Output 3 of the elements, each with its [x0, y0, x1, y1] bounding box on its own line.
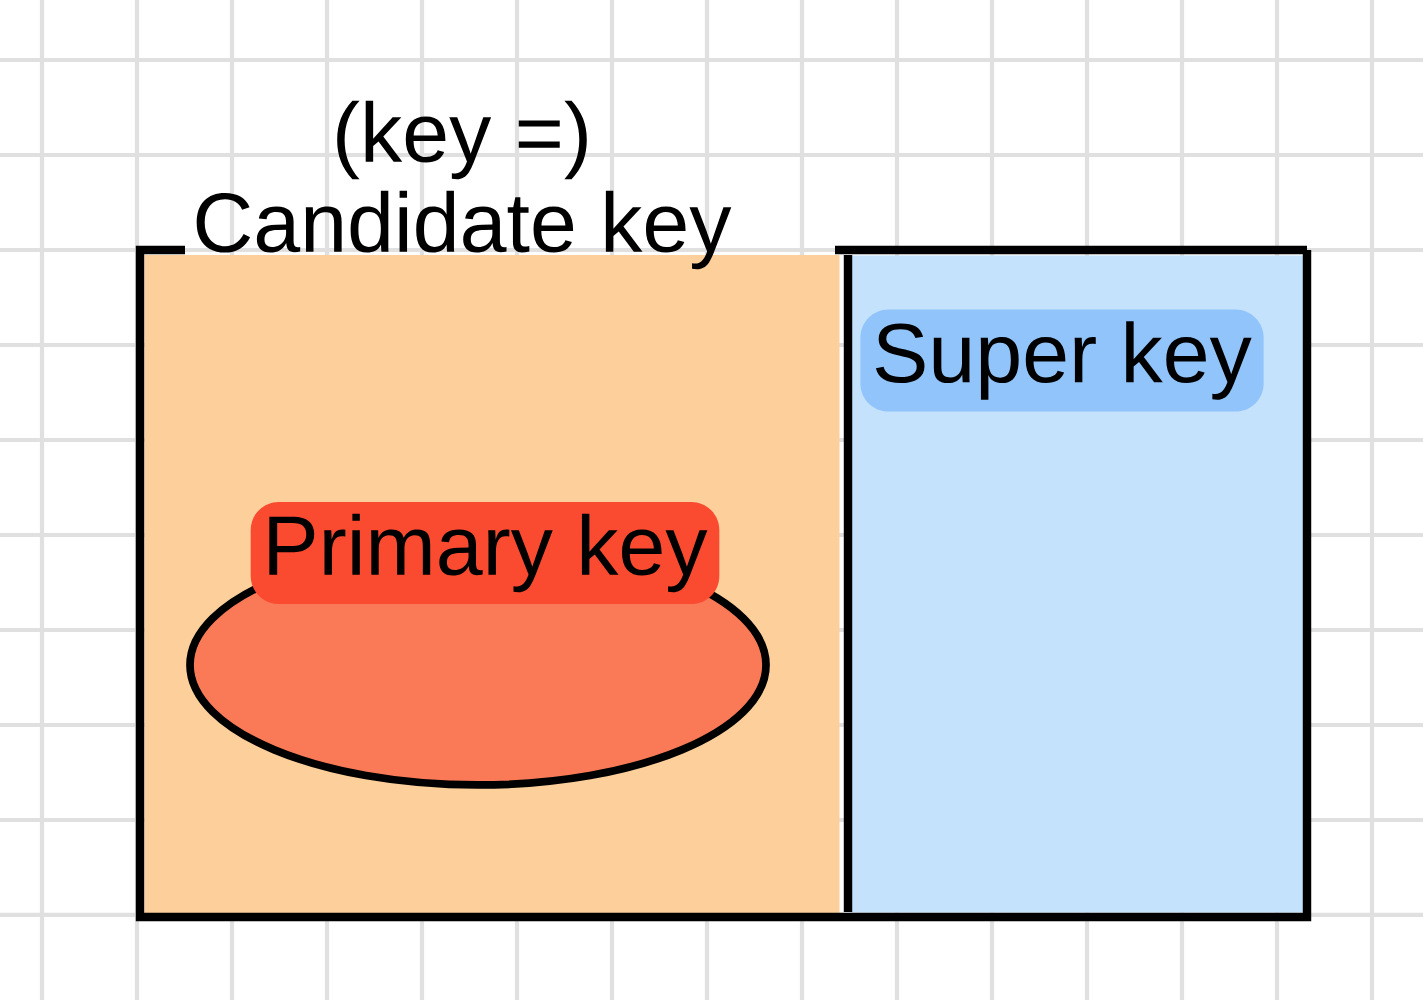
key-set-region: Super key: [849, 255, 1305, 913]
node-label: (key =): [337, 100, 587, 180]
node-label: Candidate key: [196, 190, 732, 270]
